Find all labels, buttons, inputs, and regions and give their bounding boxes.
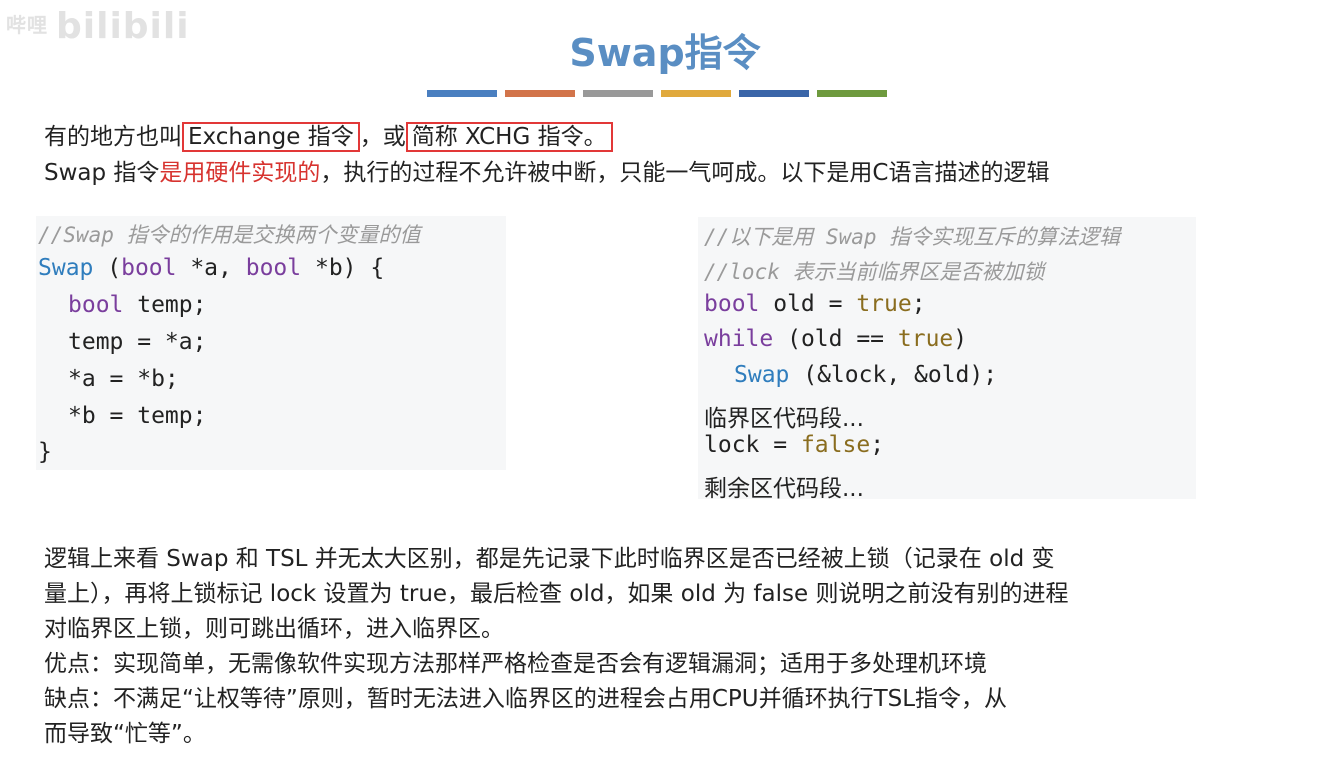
a-assign-line: *a = *b; [68,366,179,392]
cons-line-cont: 而导致“忙等”。 [44,721,206,747]
color-bar-4 [661,90,731,97]
critical-section-line: 临界区代码段... [704,406,864,432]
bool-keyword: bool [245,255,302,281]
pros-line: 优点：实现简单，无需像软件实现方法那样严格检查是否会有逻辑漏洞；适用于多处理机环… [44,651,987,677]
color-bar-3 [583,90,653,97]
b-assign-line: *b = temp; [68,403,207,429]
bool-keyword: bool [68,292,124,318]
explanation-line-3: 对临界区上锁，则可跳出循环，进入临界区。 [44,616,504,642]
code-text: temp; [123,292,207,318]
explanation-text: 逻辑上来看 Swap 和 TSL 并无太大区别，都是先记录下此时临界区是否已经被… [44,542,1068,752]
code-text: ( [93,255,122,281]
xchg-highlight-box: 简称 XCHG 指令。 [405,122,613,152]
hardware-implemented-text: 是用硬件实现的 [159,160,321,186]
code-text: (&lock, &old); [789,362,998,388]
true-literal: true [897,326,954,352]
cons-line: 缺点：不满足“让权等待”原则，暂时无法进入临界区的进程会占用CPU并循环执行TS… [44,686,1008,712]
while-line: while (old == true) [704,326,967,352]
swap-call-line: Swap (&lock, &old); [734,362,997,388]
code-text: old = [759,291,857,317]
swap-signature-line: Swap (bool *a, bool *b) { [38,255,384,281]
color-bar-5 [739,90,809,97]
swap-fn-name: Swap [734,362,790,388]
intro-line-2: Swap 指令是用硬件实现的，执行的过程不允许被中断，只能一气呵成。以下是用C语… [44,156,1049,191]
mutex-code-block: //以下是用 Swap 指令实现互斥的算法逻辑 //lock 表示当前临界区是否… [698,217,1196,502]
code-text: (old == [773,326,898,352]
mutex-comment-1: //以下是用 Swap 指令实现互斥的算法逻辑 [704,225,1121,249]
slide-title: Swap指令 [569,31,761,75]
while-keyword: while [704,326,774,352]
watermark-small: 哔哩 [6,13,48,37]
code-text: ; [911,291,926,317]
swap-code-comment: //Swap 指令的作用是交换两个变量的值 [38,223,421,247]
exchange-highlight-box: Exchange 指令 [182,122,360,152]
temp-assign-line: temp = *a; [68,329,207,355]
color-bar-2 [505,90,575,97]
code-text: *b) { [301,255,385,281]
true-literal: true [856,291,912,317]
intro-swap-label: Swap 指令 [44,160,160,186]
lock-release-line: lock = false; [704,432,884,458]
code-text: ) [953,326,968,352]
old-decl-line: bool old = true; [704,291,926,317]
bilibili-watermark: 哔哩 bilibili [6,6,190,47]
intro-text-b: ，或 [359,124,406,150]
explanation-line-2: 量上），再将上锁标记 lock 设置为 true，最后检查 old，如果 old… [44,581,1069,607]
false-literal: false [800,432,871,458]
code-text: ; [870,432,885,458]
swap-code-block: //Swap 指令的作用是交换两个变量的值 Swap (bool *a, boo… [36,216,506,470]
color-bar-6 [817,90,887,97]
code-text: lock = [704,432,801,458]
color-bar-1 [427,90,497,97]
intro-text-c: ，执行的过程不允许被中断，只能一气呵成。以下是用C语言描述的逻辑 [320,160,1050,186]
mutex-comment-2: //lock 表示当前临界区是否被加锁 [704,260,1045,284]
swap-fn-name: Swap [38,255,94,281]
remainder-section-line: 剩余区代码段... [704,476,864,502]
bool-keyword: bool [704,291,760,317]
intro-text-a: 有的地方也叫 [44,124,182,150]
watermark-big: bilibili [56,6,190,47]
bool-keyword: bool [121,255,177,281]
explanation-line-1: 逻辑上来看 Swap 和 TSL 并无太大区别，都是先记录下此时临界区是否已经被… [44,546,1055,572]
code-text: *a, [176,255,246,281]
closing-brace-line: } [38,439,52,465]
temp-decl-line: bool temp; [68,292,206,318]
